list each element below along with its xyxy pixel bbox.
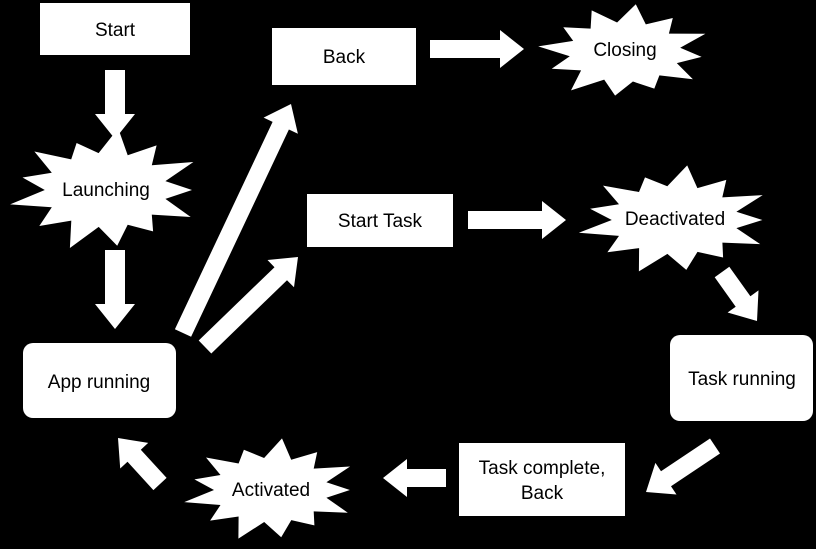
node-start-label: Start [95,20,136,41]
arrow-app-running-to-back [174,104,298,337]
node-app-running: App running [23,343,176,418]
deactivated-starburst [578,165,763,272]
arrow-start-task-to-deactivated [468,201,566,239]
arrow-back-to-closing [430,30,524,68]
arrow-deactivated-to-task-running [714,266,759,321]
node-start: Start [40,3,190,55]
activated-starburst [184,438,351,539]
arrow-launching-to-app-running [95,250,135,329]
node-deactivated-label: Deactivated [625,209,725,230]
node-task-complete-label-line2: Back [521,483,564,504]
node-task-complete-label-line1: Task complete, [479,458,606,479]
launching-starburst [10,128,194,248]
arrow-task-running-to-task-complete [646,438,720,495]
node-task-running-label: Task running [688,369,796,390]
node-start-task-label: Start Task [338,211,423,232]
node-task-complete: Task complete, Back [459,443,625,516]
node-back: Back [272,28,416,85]
node-start-task: Start Task [307,194,453,247]
node-activated-label: Activated [232,480,310,501]
node-deactivated: Deactivated [578,165,763,272]
node-activated: Activated [184,438,351,539]
node-closing: Closing [538,4,706,96]
node-closing-label: Closing [593,40,656,61]
node-launching-label: Launching [62,180,150,201]
arrow-task-complete-to-activated [383,459,446,497]
node-app-running-label: App running [48,372,150,393]
node-back-label: Back [323,47,366,68]
node-launching: Launching [10,128,194,248]
closing-starburst [538,4,706,96]
node-task-running: Task running [670,335,813,421]
arrow-activated-to-app-running [118,438,167,491]
arrow-start-to-launching [95,70,135,139]
arrow-app-running-to-start-task [198,257,298,354]
